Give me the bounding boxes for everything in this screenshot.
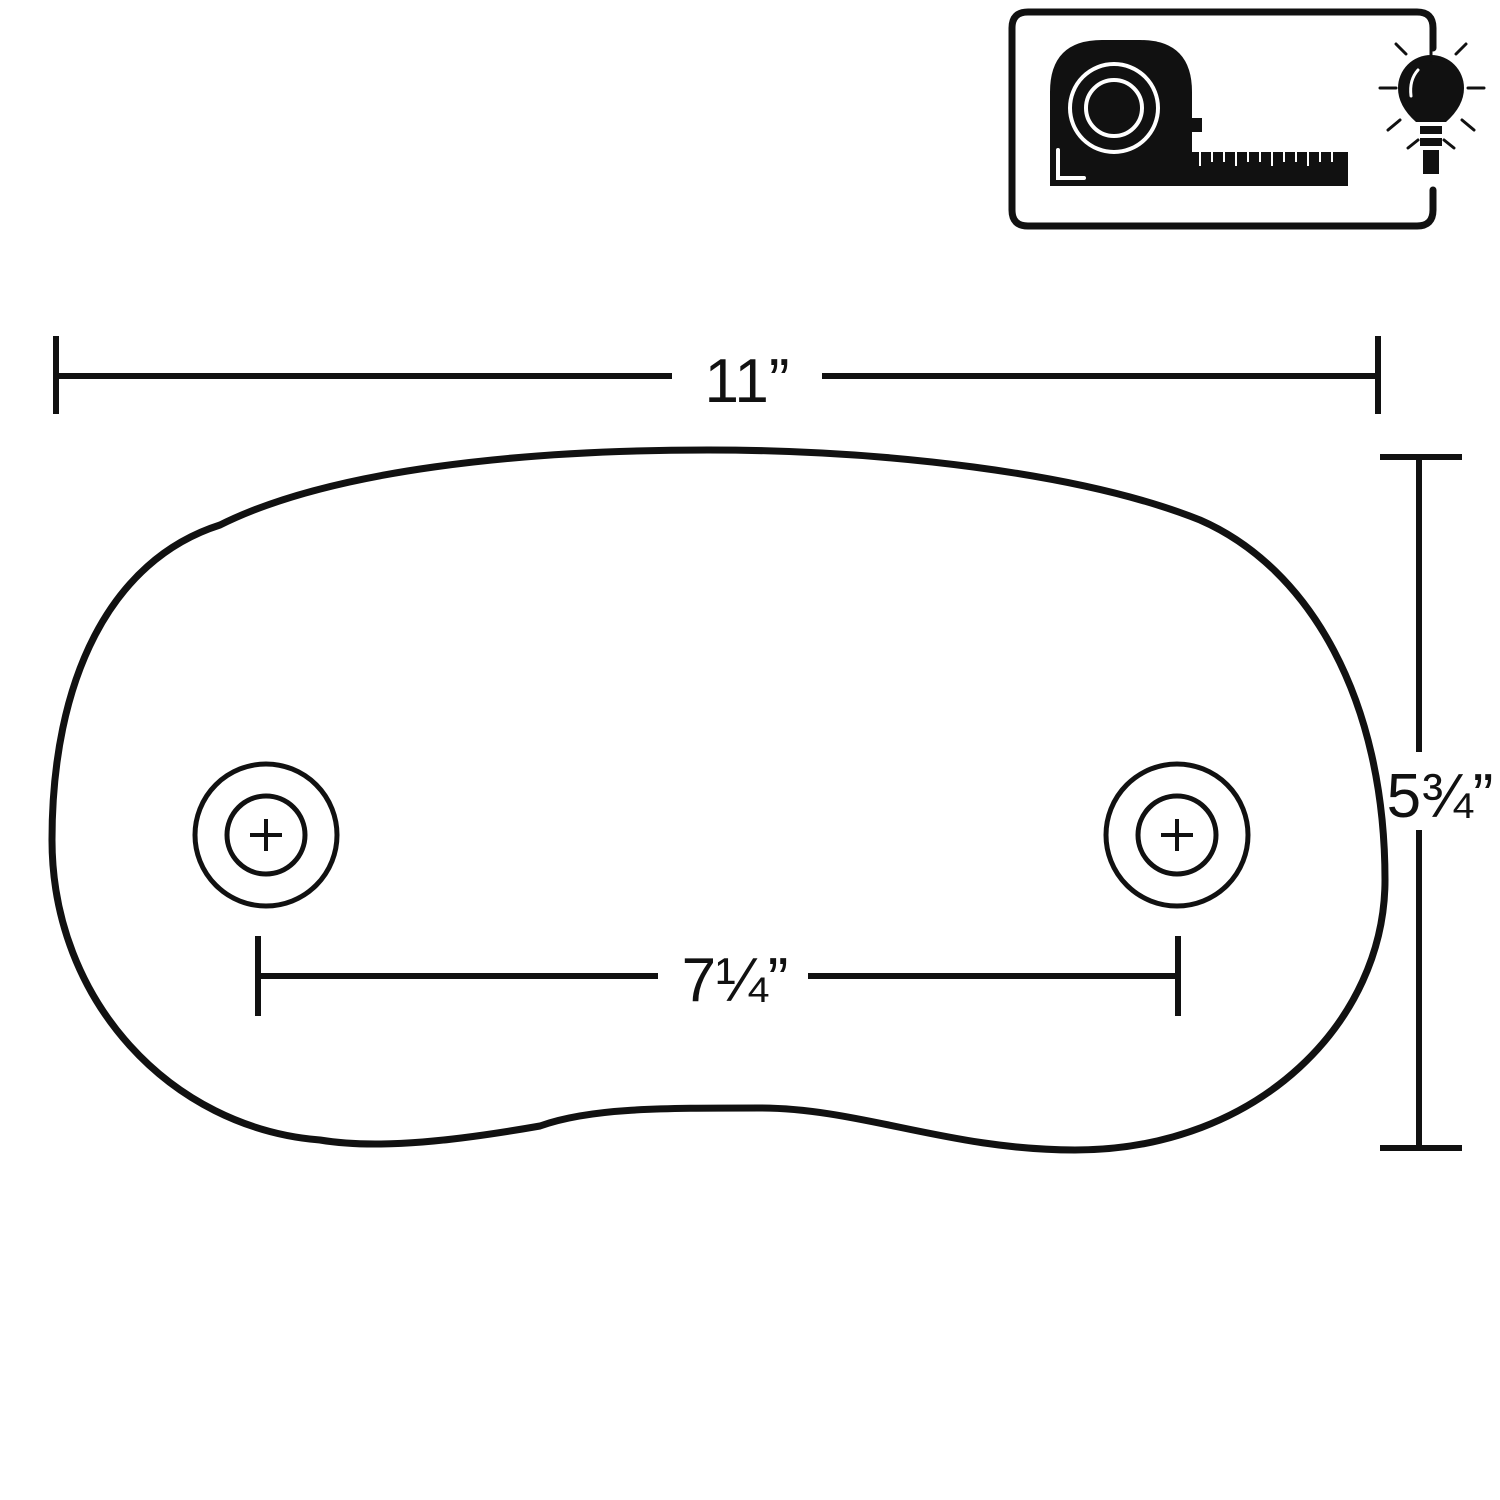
hole-spacing-label: 7¼” (682, 946, 789, 1015)
overall-height-dimension: 5¾” (1380, 454, 1494, 1151)
light-bulb-icon (1378, 40, 1486, 174)
headrest-outline (48, 446, 1389, 1154)
right-mounting-hole (1103, 761, 1251, 909)
tape-measure-icon (1050, 40, 1348, 186)
overall-height-label: 5¾” (1387, 762, 1494, 831)
overall-width-label: 11” (704, 347, 789, 416)
badge-frame (1008, 8, 1437, 230)
hole-spacing-dimension: 7¼” (255, 936, 1181, 1016)
measurement-badge (1008, 8, 1486, 230)
overall-width-dimension: 11” (53, 336, 1381, 416)
left-mounting-hole (192, 761, 340, 909)
